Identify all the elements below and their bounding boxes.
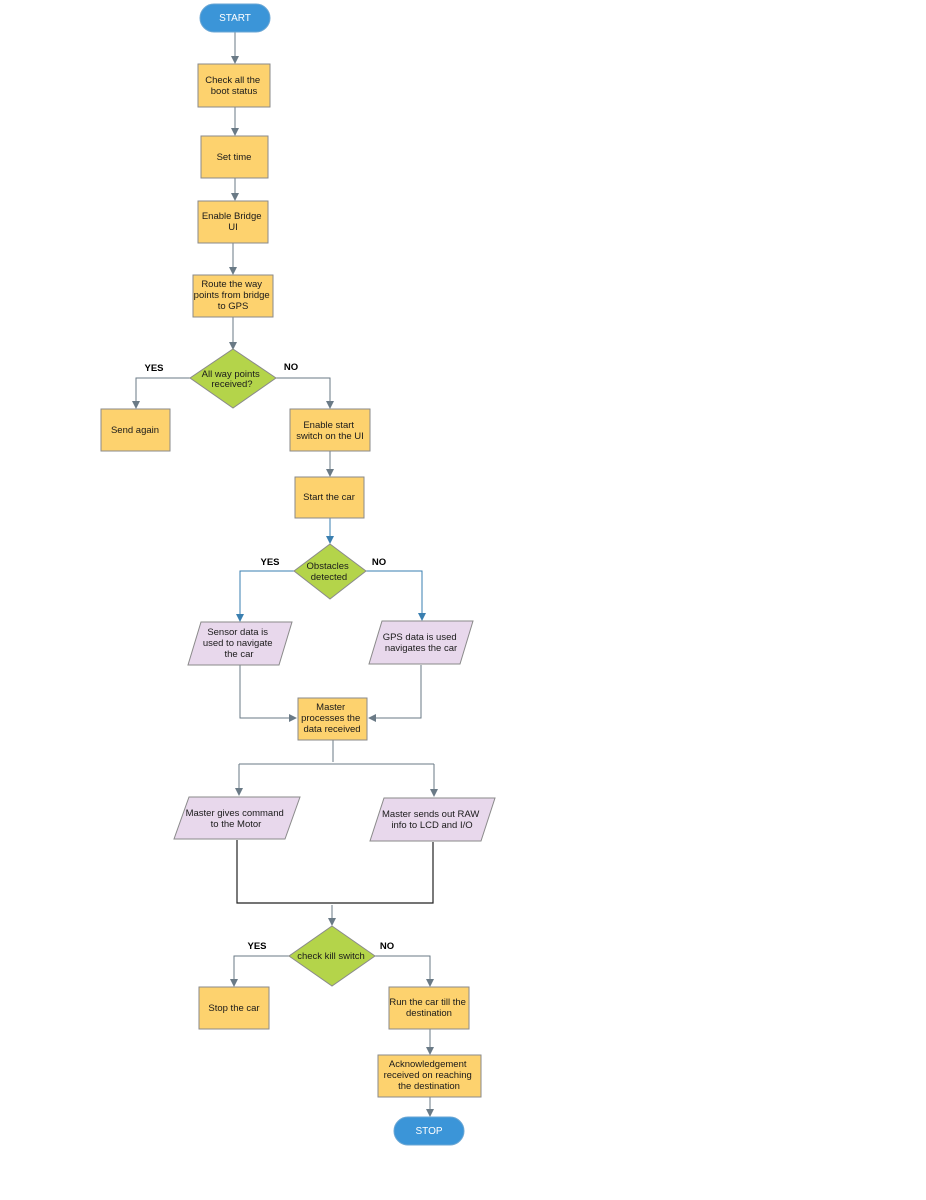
- edge-join-bar: [236, 840, 434, 904]
- obstacles-decision: Obstacles detected YES NO: [260, 543, 386, 600]
- send-again-box: Send again: [100, 408, 171, 452]
- gps-data-io: GPS data is used navigates the car: [368, 620, 474, 665]
- stop-label: STOP: [415, 1126, 442, 1137]
- edge-sensor-to-master: [239, 665, 297, 722]
- waypoints-decision-label: All way points received?: [202, 369, 263, 390]
- route-waypoints-label: Route the way points from bridge to GPS: [194, 279, 273, 312]
- master-sends-io: Master sends out RAW info to LCD and I/O: [369, 797, 496, 842]
- set-time-shape: [200, 135, 269, 179]
- start-terminal-shape: [199, 3, 271, 33]
- acknowledgement-box: Acknowledgement received on reaching the…: [377, 1054, 482, 1098]
- check-boot-shape: [197, 63, 271, 108]
- run-car-shape: [388, 986, 470, 1030]
- connectors: [132, 32, 438, 1117]
- master-processes-box: Master processes the data received: [297, 697, 368, 741]
- edge-gps-to-master: [368, 665, 422, 722]
- send-again-shape: [100, 408, 171, 452]
- enable-bridge-label: Enable Bridge UI: [202, 211, 264, 233]
- start-car-shape: [294, 476, 365, 519]
- stop-car-shape: [198, 986, 270, 1030]
- set-time-label: Set time: [217, 152, 252, 163]
- master-processes-shape: [297, 697, 368, 741]
- run-car-box: Run the car till the destination: [388, 986, 470, 1030]
- edge-decision1-no: [276, 377, 334, 409]
- master-command-label: Master gives command to the Motor: [186, 808, 287, 830]
- obstacles-no-label: NO: [372, 557, 386, 568]
- send-again-label: Send again: [111, 425, 159, 436]
- edge-decision1-yes: [132, 377, 190, 409]
- stop-terminal-shape: [393, 1116, 465, 1146]
- obstacles-yes-label: YES: [260, 557, 279, 568]
- start-car-label: Start the car: [303, 492, 355, 503]
- enable-start-shape: [289, 408, 371, 452]
- gps-data-label: GPS data is used navigates the car: [383, 632, 460, 654]
- kill-switch-decision-label: check kill switch: [297, 951, 365, 962]
- stop-terminal: STOP: [393, 1116, 465, 1146]
- waypoints-decision: All way points received? YES NO: [144, 348, 298, 409]
- master-processes-label: Master processes the data received: [301, 702, 363, 735]
- enable-start-box: Enable start switch on the UI: [289, 408, 371, 452]
- edge-decision3-no: [375, 955, 434, 987]
- waypoints-decision-shape: [189, 348, 277, 409]
- master-command-io: Master gives command to the Motor: [173, 796, 301, 840]
- stop-car-box: Stop the car: [198, 986, 270, 1030]
- master-command-shape: [173, 796, 301, 840]
- acknowledgement-label: Acknowledgement received on reaching the…: [384, 1059, 475, 1092]
- waypoints-yes-label: YES: [144, 363, 163, 374]
- sensor-data-label: Sensor data is used to navigate the car: [203, 627, 275, 660]
- sensor-data-io: Sensor data is used to navigate the car: [187, 621, 293, 666]
- waypoints-no-label: NO: [284, 362, 298, 373]
- kill-no-label: NO: [380, 941, 394, 952]
- run-car-label: Run the car till the destination: [389, 997, 468, 1019]
- sensor-data-shape: [187, 621, 293, 666]
- set-time-box: Set time: [200, 135, 269, 179]
- obstacles-decision-shape: [293, 543, 367, 600]
- kill-switch-decision: check kill switch YES NO: [247, 925, 394, 987]
- edge-decision3-yes: [230, 955, 289, 987]
- start-terminal: START: [199, 3, 271, 33]
- master-sends-shape: [369, 797, 496, 842]
- start-label: START: [219, 13, 251, 24]
- check-boot-box: Check all the boot status: [197, 63, 271, 108]
- enable-start-label: Enable start switch on the UI: [296, 420, 364, 442]
- start-car-box: Start the car: [294, 476, 365, 519]
- route-waypoints-shape: [192, 274, 274, 318]
- enable-bridge-box: Enable Bridge UI: [197, 200, 269, 244]
- stop-car-label: Stop the car: [208, 1003, 259, 1014]
- enable-bridge-shape: [197, 200, 269, 244]
- master-sends-label: Master sends out RAW info to LCD and I/O: [382, 809, 482, 831]
- route-waypoints-box: Route the way points from bridge to GPS: [192, 274, 274, 318]
- edge-decision2-yes: [236, 570, 294, 622]
- kill-switch-decision-shape: [288, 925, 376, 987]
- check-boot-label: Check all the boot status: [205, 75, 263, 97]
- kill-yes-label: YES: [247, 941, 266, 952]
- edge-decision2-no: [366, 570, 426, 621]
- acknowledgement-shape: [377, 1054, 482, 1098]
- obstacles-decision-label: Obstacles detected: [307, 561, 352, 583]
- gps-data-shape: [368, 620, 474, 665]
